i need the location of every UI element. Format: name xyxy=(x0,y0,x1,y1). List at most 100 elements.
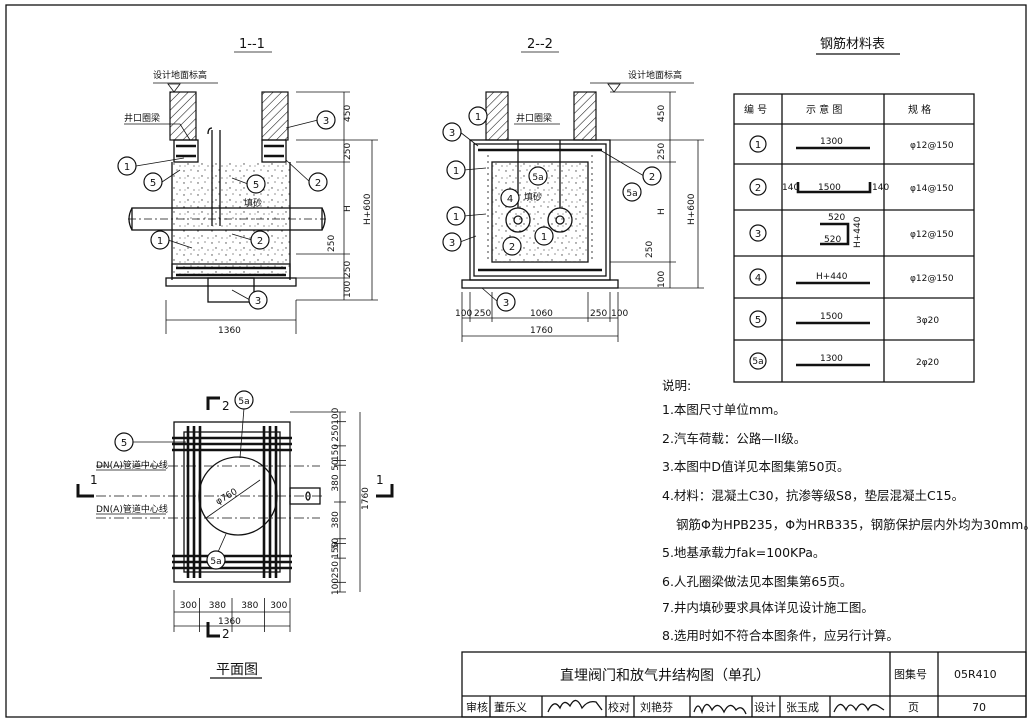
callout2-3-top: 3 xyxy=(442,122,479,147)
svg-text:2: 2 xyxy=(257,236,263,247)
callout2-5a-top: 5a xyxy=(528,166,548,186)
plan-view: φ760 DN(A)管道中心线 DN(A)管道中心线 2 2 1 1 5 5a … xyxy=(76,390,394,679)
ring-beam-label: 井口圈梁 xyxy=(124,112,160,124)
table-title: 钢筋材料表 xyxy=(820,36,885,52)
section-1-1-title: 1--1 xyxy=(239,37,265,52)
th-spec: 规 格 xyxy=(908,103,931,116)
reviewer-signature xyxy=(547,699,603,713)
plan-right-total: 1760 xyxy=(361,487,371,510)
row3-len-side: H+440 xyxy=(853,216,863,248)
row4-no: 4 xyxy=(755,273,761,284)
plan-bottom-dim: 380 xyxy=(209,601,226,611)
row1-spec: φ12@150 xyxy=(910,141,954,151)
neck-wall-left xyxy=(169,91,197,141)
plan-right-dim: 380 xyxy=(331,474,341,491)
svg-text:5: 5 xyxy=(253,180,259,191)
design-label: 设计 xyxy=(754,701,776,714)
th-no: 编 号 xyxy=(744,103,767,116)
note-3: 3.本图中D值详见本图集第50页。 xyxy=(662,459,849,474)
dim2-b250b: 250 xyxy=(590,309,607,319)
th-sketch: 示 意 图 xyxy=(806,103,842,116)
ring-beam-label-2: 井口圈梁 xyxy=(516,112,552,124)
svg-text:3: 3 xyxy=(255,296,261,307)
plan-right-dim: 50 xyxy=(331,459,341,471)
callout2-3-bottom: 3 xyxy=(481,287,516,312)
plan-right-dim: 50 xyxy=(331,537,341,549)
designer: 张玉成 xyxy=(786,701,819,714)
plan-right-dim: 150 xyxy=(331,444,341,461)
callout2-4: 4 xyxy=(500,188,520,208)
sand-label-2: 填砂 xyxy=(524,191,542,203)
dim-100: 100 xyxy=(343,281,353,298)
svg-text:5: 5 xyxy=(121,438,127,449)
row3-no: 3 xyxy=(755,229,761,240)
title-block: 直埋阀门和放气井结构图（单孔） 图集号 05R410 审核 董乐义 校对 刘艳芬… xyxy=(461,651,1027,718)
dim-250c: 250 xyxy=(343,261,353,278)
plan-outline xyxy=(173,421,291,583)
plan-right-dim: 250 xyxy=(331,424,341,441)
reviewer: 董乐义 xyxy=(494,701,527,714)
note-8: 8.选用时如不符合本图条件，应另行计算。 xyxy=(662,628,899,643)
note-4b: 钢筋Φ为HPB235，Φ为HRB335，钢筋保护层内外均为30mm。 xyxy=(676,517,1031,532)
section-1-1: 1--1 设计地面标高 井口圈梁 填砂 xyxy=(117,37,378,336)
note-7: 7.井内填砂要求具体详见设计施工图。 xyxy=(662,600,874,615)
svg-text:2: 2 xyxy=(315,178,321,189)
dim2-b100a: 100 xyxy=(455,309,472,319)
row2-side-l: 140 xyxy=(782,183,799,193)
ground-level-marker xyxy=(167,83,181,93)
plan-bottom-dim: 380 xyxy=(241,601,258,611)
cut-mark-left: 1 xyxy=(90,473,98,487)
row5-no: 5 xyxy=(755,315,761,326)
row4-len: H+440 xyxy=(816,272,848,282)
row6-spec: 2φ20 xyxy=(916,358,939,368)
row5-len: 1500 xyxy=(820,312,843,322)
dim2-450: 450 xyxy=(657,105,667,122)
callout2-1-low: 1 xyxy=(446,206,487,226)
cushion-layer xyxy=(165,277,297,287)
dim2-250a: 250 xyxy=(657,143,667,160)
atlas-label: 图集号 xyxy=(894,667,927,681)
dim-h: H xyxy=(343,205,353,212)
section-2-2: 2--2 设计地面标高 井口圈梁 填砂 xyxy=(442,37,704,342)
callout2-3-low: 3 xyxy=(442,232,477,252)
plan-right-dim: 250 xyxy=(331,561,341,578)
row2-spec: φ14@150 xyxy=(910,184,954,194)
dim-450: 450 xyxy=(343,105,353,122)
svg-text:5a: 5a xyxy=(238,397,249,407)
svg-text:3: 3 xyxy=(503,298,509,309)
notes-title: 说明: xyxy=(662,378,691,393)
checker: 刘艳芬 xyxy=(640,700,673,714)
rebar-table: 钢筋材料表 编 号 示 意 图 规 格 1 1300 φ12@150 2 140… xyxy=(733,36,975,383)
plan-title: 平面图 xyxy=(216,662,258,678)
plan-right-dim: 100 xyxy=(331,578,341,595)
ground-level-label-2: 设计地面标高 xyxy=(628,69,682,81)
svg-text:2: 2 xyxy=(509,242,515,253)
notes: 说明: 1.本图尺寸单位mm。 2.汽车荷载：公路—II级。 3.本图中D值详见… xyxy=(662,378,1031,643)
svg-text:2: 2 xyxy=(649,172,655,183)
svg-text:1: 1 xyxy=(475,112,481,123)
callout2-1-right: 1 xyxy=(534,226,554,246)
dim2-100: 100 xyxy=(657,271,667,288)
callout-5-mid: 5 xyxy=(231,174,266,194)
row2-no: 2 xyxy=(755,183,761,194)
row3-len-bot: 520 xyxy=(824,235,841,245)
section-2-2-title: 2--2 xyxy=(527,37,553,52)
svg-text:1: 1 xyxy=(124,162,130,173)
svg-text:3: 3 xyxy=(449,238,455,249)
svg-text:5a: 5a xyxy=(626,189,637,199)
dim2-b1060: 1060 xyxy=(530,309,553,319)
sand-fill xyxy=(172,162,290,277)
cut-mark-top: 2 xyxy=(222,399,230,413)
designer-signature xyxy=(833,703,885,713)
plan-bottom-dim: 300 xyxy=(270,601,287,611)
ground-level-label: 设计地面标高 xyxy=(153,69,207,81)
dim-1360: 1360 xyxy=(218,326,241,336)
row5-spec: 3φ20 xyxy=(916,316,939,326)
row3-len-top: 520 xyxy=(828,213,845,223)
svg-text:4: 4 xyxy=(507,194,513,205)
review-label: 审核 xyxy=(466,700,488,714)
callout2-1-mid: 1 xyxy=(446,160,487,180)
row6-len: 1300 xyxy=(820,354,843,364)
note-2: 2.汽车荷载：公路—II级。 xyxy=(662,431,806,446)
